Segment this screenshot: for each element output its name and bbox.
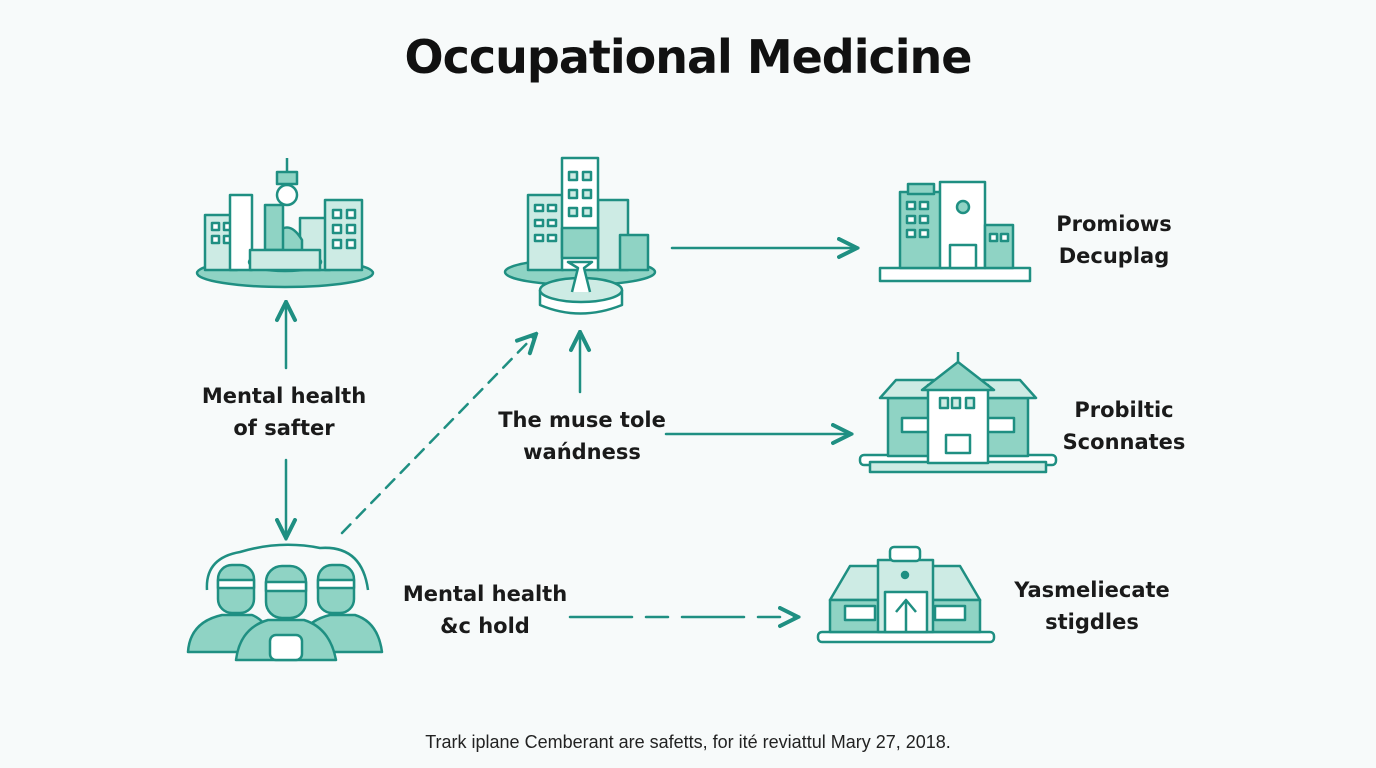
label-clinic: Yasmeliecate stigdles: [1014, 578, 1170, 634]
city-plaza-icon: [195, 158, 375, 289]
workers-group-icon: [186, 543, 384, 662]
label-hospital: Promiows Decuplag: [1056, 212, 1172, 268]
tower-plaza-icon: [503, 156, 657, 315]
label-center-mid: The muse tole wańdness: [498, 408, 666, 464]
label-academy: Probiltic Sconnates: [1062, 398, 1186, 454]
page-title: Occupational Medicine: [404, 30, 973, 84]
hospital-building-icon: [878, 180, 1032, 283]
dashed-arrow-workers-to-tower: [340, 334, 536, 535]
academy-building-icon: [858, 352, 1058, 474]
label-left-mid: Mental health of safter: [201, 384, 367, 440]
footer-caption: Trark iplane Cemberant are safetts, for …: [425, 732, 951, 752]
label-bottom-mid: Mental health &c hold: [402, 582, 568, 638]
clinic-building-icon: [816, 545, 996, 644]
